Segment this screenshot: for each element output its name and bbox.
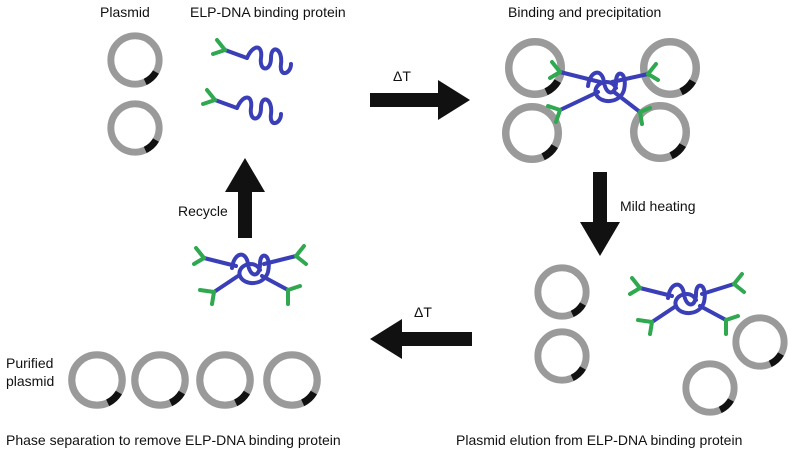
bound-complex [506,42,697,160]
arrow-left-bottom [370,319,472,359]
plasmid-top-1 [111,36,159,84]
label-delta-t-top: ΔT [393,68,411,84]
label-purified-2: plasmid [6,373,55,389]
label-purified-1: Purified [6,355,54,371]
purified-plasmids [72,355,317,405]
eluted-plasmids [538,268,784,412]
plasmid-top-2 [111,104,159,152]
arrow-right-top [370,80,470,120]
label-mild-heating: Mild heating [620,198,696,214]
elp-protein-2 [201,88,283,125]
label-plasmid: Plasmid [100,4,150,20]
label-elution: Plasmid elution from ELP-DNA binding pro… [456,432,743,448]
free-elp-complex-right [628,272,746,336]
elp-protein-1 [211,38,293,75]
label-recycle: Recycle [178,203,228,219]
label-phase-separation: Phase separation to remove ELP-DNA bindi… [6,432,341,448]
label-binding: Binding and precipitation [508,4,662,20]
separated-elp-complex [192,244,308,306]
label-delta-t-bottom: ΔT [414,304,432,320]
arrow-down [580,172,620,256]
label-elp-protein: ELP-DNA binding protein [190,4,346,20]
arrow-up [225,158,265,238]
